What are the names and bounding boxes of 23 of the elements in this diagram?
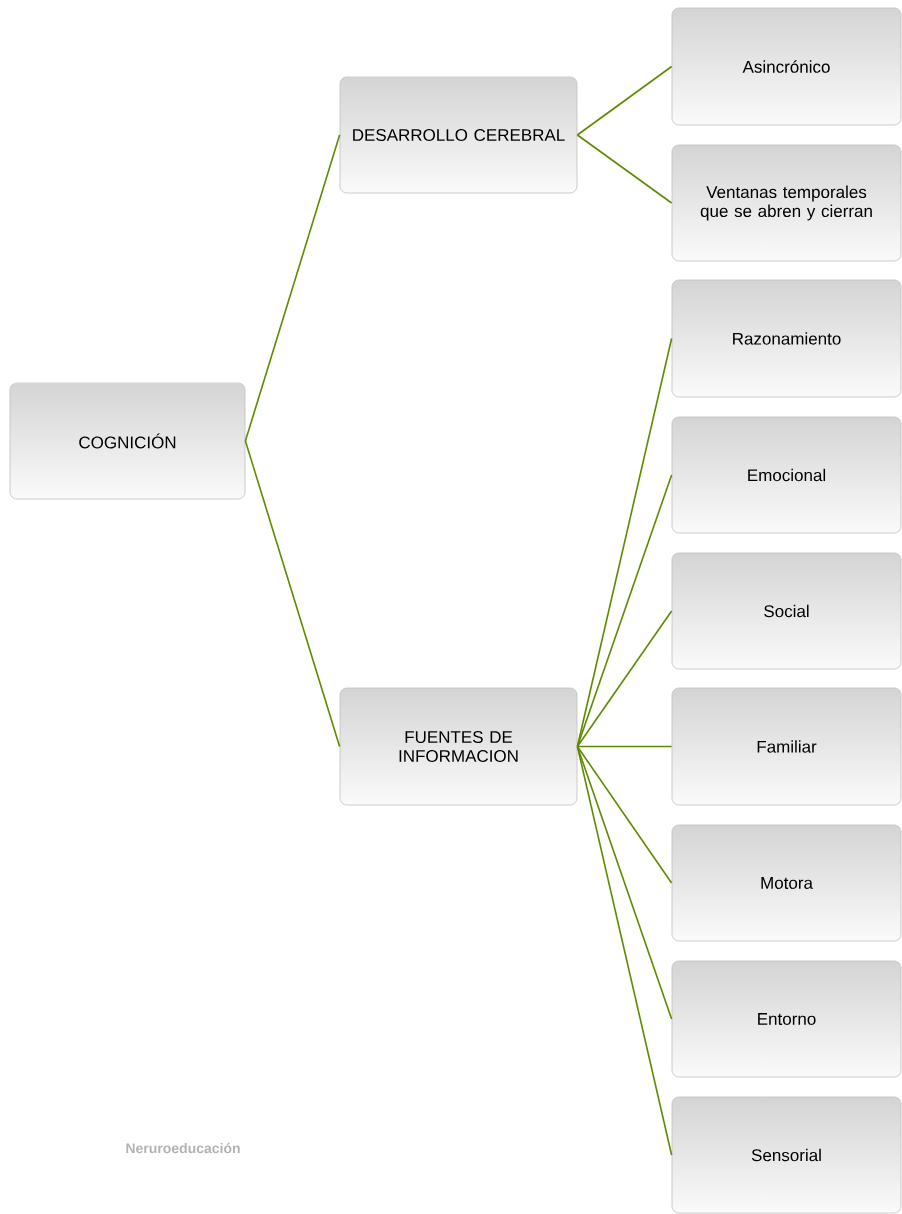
box: Razonamiento bbox=[671, 279, 902, 398]
connector-line bbox=[576, 134, 673, 204]
box: DESARROLLO CEREBRAL bbox=[339, 76, 578, 194]
connector-line bbox=[576, 745, 673, 748]
box: Motora bbox=[671, 824, 902, 942]
connector-line bbox=[576, 474, 673, 748]
connector-line bbox=[244, 134, 341, 442]
connector-line bbox=[576, 745, 673, 1156]
connector-line bbox=[576, 745, 673, 884]
box: Emocional bbox=[671, 416, 902, 534]
box: Social bbox=[671, 552, 902, 670]
connector-line bbox=[576, 65, 673, 136]
connector-line bbox=[244, 440, 341, 748]
connector-line bbox=[576, 745, 673, 1020]
box: Asincrónico bbox=[671, 7, 902, 126]
connector-line bbox=[576, 610, 673, 748]
footer-text: Neruroeducación bbox=[126, 1142, 240, 1154]
box: Sensorial bbox=[671, 1096, 902, 1214]
box: Ventanas temporales que se abren y cierran bbox=[671, 144, 902, 262]
box: COGNICIÓN bbox=[9, 382, 246, 500]
box: Entorno bbox=[671, 960, 902, 1078]
box: FUENTES DE INFORMACION bbox=[339, 687, 578, 806]
box: Familiar bbox=[671, 687, 902, 806]
